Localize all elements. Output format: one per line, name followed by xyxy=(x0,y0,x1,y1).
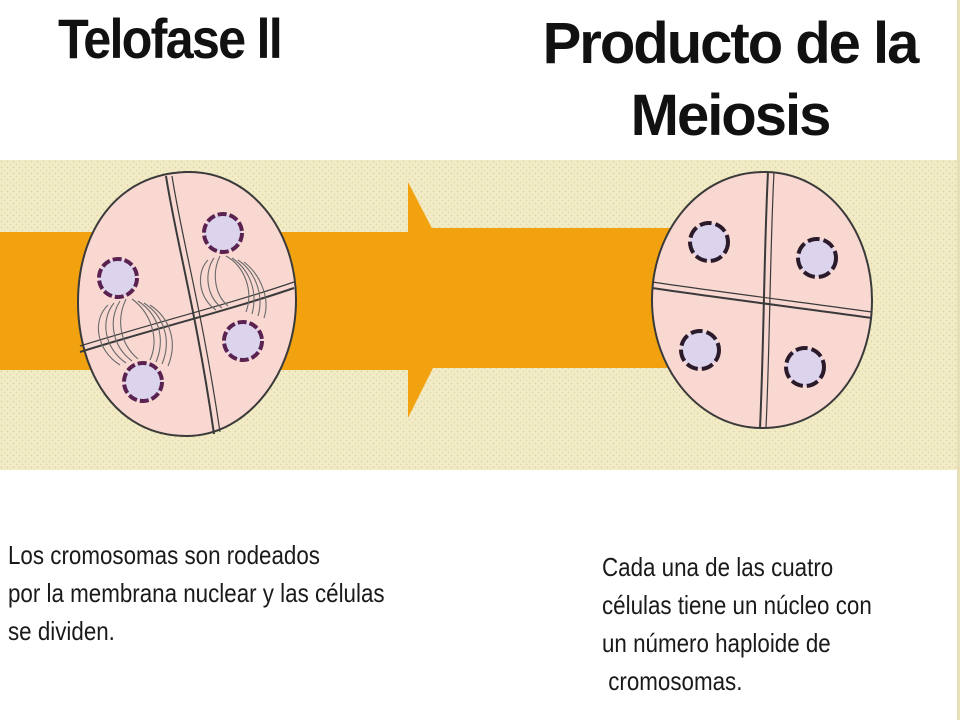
title-producto: Producto de la Meiosis xyxy=(542,11,920,148)
nucleus-icon xyxy=(122,361,164,403)
caption-line: un número haploide de xyxy=(602,628,831,658)
meiosis-diagram xyxy=(0,160,960,470)
nucleus-icon xyxy=(688,221,730,263)
edge-strip xyxy=(957,0,960,720)
title-telofase: Telofase ll xyxy=(58,7,283,70)
product-cells xyxy=(650,170,874,430)
caption-producto: Cada una de las cuatro células tiene un … xyxy=(602,548,872,700)
caption-line: Cada una de las cuatro xyxy=(602,552,834,582)
nucleus-icon xyxy=(679,329,721,371)
caption-line: Los cromosomas son rodeados xyxy=(8,540,320,570)
nucleus-icon xyxy=(202,212,244,254)
arrow-band-right xyxy=(430,228,690,368)
caption-telofase: Los cromosomas son rodeados por la membr… xyxy=(8,536,385,650)
caption-line: cromosomas. xyxy=(602,666,743,696)
nucleus-icon xyxy=(784,346,826,388)
caption-line: por la membrana nuclear y las células xyxy=(8,578,385,608)
caption-line: se dividen. xyxy=(8,616,115,646)
nucleus-icon xyxy=(222,320,264,362)
nucleus-icon xyxy=(97,257,139,299)
spindle-fibers-right xyxy=(199,255,267,319)
nucleus-icon xyxy=(796,237,838,279)
spindle-fibers-left xyxy=(97,298,173,367)
caption-line: células tiene un núcleo con xyxy=(602,590,872,620)
telofase-cell xyxy=(76,170,298,438)
